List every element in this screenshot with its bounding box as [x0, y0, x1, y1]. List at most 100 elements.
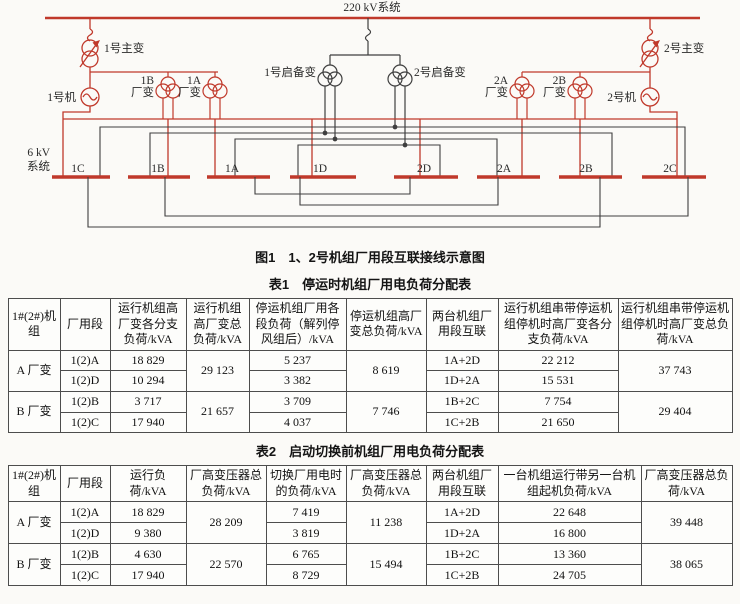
- t1-header-section: 厂用段: [59, 298, 111, 351]
- startup-transformer-1-label: 1号启备变: [264, 65, 316, 79]
- t1-cell: 10 294: [109, 370, 187, 392]
- t2-group-b: B 厂变: [7, 543, 61, 587]
- section-tie-lines: [87, 177, 689, 228]
- aux-transformer-1b: [155, 72, 181, 119]
- aux-transformer-1b-word: 厂变: [131, 85, 154, 99]
- t1-cell: 3 709: [248, 390, 347, 413]
- generator-2-label: 2号机: [607, 90, 636, 104]
- generator-1: [62, 87, 100, 177]
- main-transformer-2-label: 2号主变: [664, 41, 704, 55]
- table-row: 1(2)C 17 940 8 729 1C+2B 24 705: [8, 564, 732, 587]
- t1-cell: 1D+2A: [425, 370, 499, 392]
- t2-header-pair: 两台机组厂用段互联: [425, 465, 499, 503]
- sine-icon: [82, 93, 98, 101]
- aux-transformer-2b: [567, 72, 593, 119]
- t2-cell: 8 729: [265, 564, 347, 587]
- t2-cell: 38 065: [640, 543, 733, 587]
- t1-group-b: B 厂变: [7, 390, 61, 434]
- t1-header-unit: 1#(2#)机组: [7, 298, 61, 351]
- t1-cell: 15 531: [497, 370, 619, 392]
- t2-cell: 22 648: [497, 501, 642, 524]
- t1-cell: 4 037: [248, 411, 347, 434]
- t1-cell: 22 212: [497, 349, 619, 372]
- t1-cell: 8 619: [345, 349, 427, 392]
- aux-transformer-1b-label: 1B: [141, 75, 155, 87]
- table-row: A 厂变 1(2)A 18 829 29 123 5 237 8 619 1A+…: [7, 349, 733, 392]
- t2-header-switch-load: 切换厂用电时的负荷/kVA: [265, 465, 347, 503]
- table1-caption: 表1 停运时机组厂用电负荷分配表: [268, 277, 472, 292]
- bus-label-1d: 1D: [313, 163, 327, 175]
- t2-header-final-total: 厂高变压器总负荷/kVA: [640, 465, 733, 503]
- t1-cell: 17 940: [109, 411, 187, 434]
- generator-2: [640, 87, 678, 177]
- t1-header-stopped-total: 停运机组高厂变总负荷/kVA: [345, 298, 427, 351]
- t2-cell: 1C+2B: [425, 564, 499, 587]
- main-transformer-1-label: 1号主变: [104, 41, 144, 55]
- t1-cell: 1C+2B: [425, 411, 499, 434]
- t2-cell: 1D+2A: [425, 522, 499, 545]
- t2-cell: 13 360: [497, 543, 642, 566]
- t2-header-run-load: 运行负荷/kVA: [109, 465, 187, 503]
- t1-cell: 1B+2C: [425, 390, 499, 413]
- black-feed-runs: [99, 126, 686, 177]
- t2-cell: 11 238: [345, 501, 427, 545]
- t2-cell: 1A+2D: [425, 501, 499, 524]
- table2-caption: 表2 启动切换前机组厂用电负荷分配表: [255, 444, 485, 460]
- t1-cell: 29 123: [185, 349, 250, 392]
- t2-cell: 22 570: [185, 543, 267, 587]
- startup-transformer-2-label: 2号启备变: [414, 65, 466, 79]
- t2-cell: 1(2)A: [59, 501, 111, 524]
- table1-header-row: 1#(2#)机组 厂用段 运行机组高厂变各分支负荷/kVA 运行机组高厂变总负荷…: [7, 298, 733, 351]
- aux-transformer-1a-label: 1A: [187, 75, 202, 87]
- figure-caption: 图1 1、2号机组厂用段互联接线示意图: [255, 250, 485, 265]
- bus-label-2d: 2D: [417, 163, 431, 175]
- aux-transformer-2a-word: 厂变: [485, 85, 508, 99]
- t2-header-switch-total: 厂高变压器总负荷/kVA: [345, 465, 427, 503]
- t2-cell: 6 765: [265, 543, 347, 566]
- aux-transformer-2a: [509, 72, 535, 119]
- main-transformer-2: [522, 18, 660, 88]
- t1-header-run-total: 运行机组高厂变总负荷/kVA: [185, 298, 250, 351]
- t1-cell: 1A+2D: [425, 349, 499, 372]
- bus-6kv-label-line2: 系统: [27, 160, 50, 173]
- main-transformer-1: [79, 18, 218, 88]
- bus-label-1a: 1A: [225, 163, 240, 175]
- table-row: B 厂变 1(2)B 3 717 21 657 3 709 7 746 1B+2…: [7, 390, 733, 434]
- bus-label-2b: 2B: [579, 163, 593, 175]
- t1-cell: 1(2)A: [59, 349, 111, 372]
- t1-cell: 1(2)C: [59, 411, 111, 434]
- sine-icon: [642, 93, 658, 101]
- table1: 1#(2#)机组 厂用段 运行机组高厂变各分支负荷/kVA 运行机组高厂变总负荷…: [7, 298, 733, 434]
- t2-cell: 17 940: [109, 564, 187, 587]
- aux-transformer-2b-label: 2B: [553, 75, 567, 87]
- t1-cell: 1(2)D: [59, 370, 111, 392]
- t1-cell: 21 650: [497, 411, 619, 434]
- t1-cell: 1(2)B: [59, 390, 111, 413]
- t2-cell: 15 494: [345, 543, 427, 587]
- t1-cell: 18 829: [109, 349, 187, 372]
- t1-cell: 7 746: [345, 390, 427, 434]
- t1-cell: 7 754: [497, 390, 619, 413]
- t1-header-pair: 两台机组厂用段互联: [425, 298, 499, 351]
- t2-header-section: 厂用段: [59, 465, 111, 503]
- t1-group-a: A 厂变: [7, 349, 61, 392]
- t2-cell: 3 819: [265, 522, 347, 545]
- disconnect-symbol: [364, 28, 372, 42]
- t2-cell: 16 800: [497, 522, 642, 545]
- t2-cell: 1(2)B: [59, 543, 111, 566]
- t2-cell: 24 705: [497, 564, 642, 587]
- disconnect-symbol: [646, 28, 654, 42]
- table-row: 1(2)C 17 940 4 037 1C+2B 21 650: [8, 411, 732, 434]
- t1-cell: 29 404: [617, 390, 733, 434]
- table2: 1#(2#)机组 厂用段 运行负荷/kVA 厂高变压器总负荷/kVA 切换厂用电…: [7, 465, 733, 587]
- t1-header-stopped-section-load: 停运机组厂用各段负荷（解列停风组后）/kVA: [248, 298, 347, 351]
- t2-cell: 28 209: [185, 501, 267, 545]
- t1-cell: 3 382: [248, 370, 347, 392]
- disconnect-symbol: [86, 28, 94, 42]
- bus-label-1c: 1C: [71, 163, 85, 175]
- t2-group-a: A 厂变: [7, 501, 61, 545]
- t2-header-unit: 1#(2#)机组: [7, 465, 61, 503]
- t1-cell: 3 717: [109, 390, 187, 413]
- t1-cell: 5 237: [248, 349, 347, 372]
